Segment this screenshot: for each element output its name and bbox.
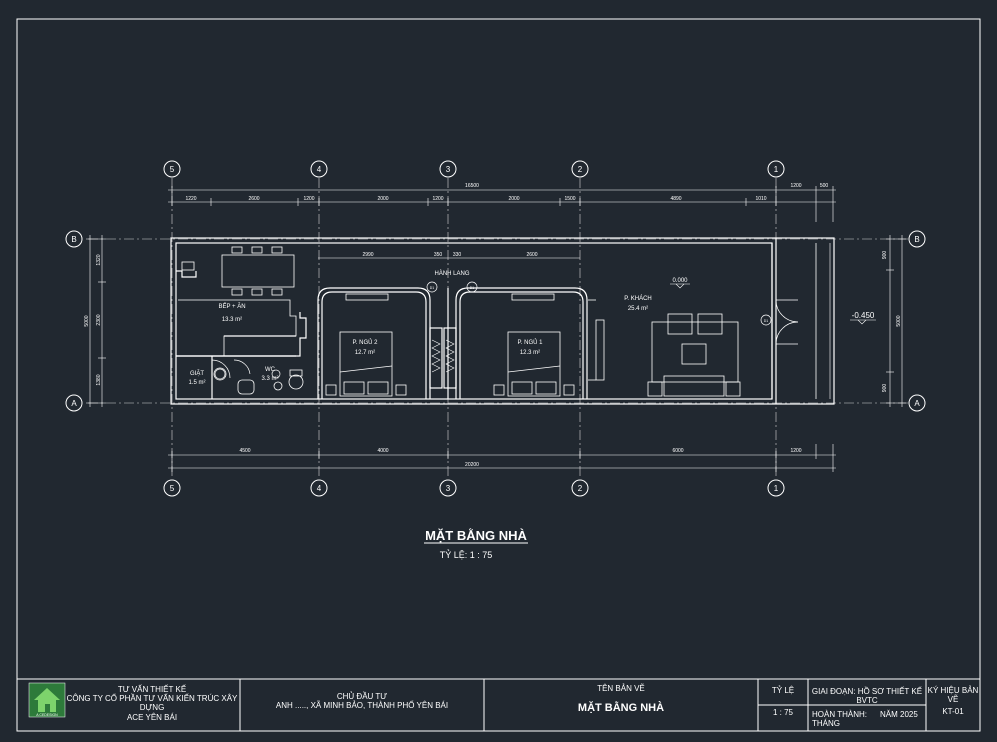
sheet-border: [16, 18, 981, 732]
level-markers: [670, 283, 876, 325]
dim-interior-4: 2600: [526, 252, 537, 258]
door-tag-2: D1: [470, 286, 475, 290]
dim-bottom-total: 20200: [465, 462, 479, 468]
dim-top-seg-2: 2600: [248, 196, 259, 202]
tb-owner-value: ANH ....., XÃ MINH BẢO, THÀNH PHỐ YÊN BÁ…: [275, 701, 449, 711]
dim-bottom-seg-3: 6000: [672, 448, 683, 454]
dim-top-seg-3: 1200: [303, 196, 314, 202]
room-living-area: 25.4 m²: [628, 306, 648, 312]
dim-left-1: 1320: [96, 254, 102, 265]
drawing-title: MẶT BẰNG NHÀ: [425, 528, 527, 543]
furniture: [178, 246, 741, 397]
tb-consultant-line1: CÔNG TY CỔ PHẦN TƯ VẤN KIẾN TRÚC XÂY DỰN…: [66, 694, 238, 713]
tb-owner-heading: CHỦ ĐẦU TƯ: [336, 692, 388, 701]
dim-top-seg-5: 1200: [432, 196, 443, 202]
dim-interior-2: 350: [434, 252, 443, 258]
tb-scale-value: 1 : 75: [772, 708, 793, 717]
doors: [211, 299, 799, 379]
company-logo: [28, 682, 66, 718]
dim-top-seg-4: 2000: [377, 196, 388, 202]
dim-right-2: 900: [882, 384, 888, 393]
dim-left-total: 5000: [84, 315, 90, 326]
dim-top-overhang-2: 500: [820, 183, 829, 189]
tb-scale-heading: TỶ LỆ: [771, 686, 795, 695]
door-tags: [214, 281, 772, 380]
walls: [170, 237, 835, 405]
room-bed2-area: 12.7 m²: [355, 350, 375, 356]
grid-label-1-bottom: 1: [774, 484, 779, 493]
grid-label-5-bottom: 5: [170, 484, 175, 493]
room-wc-name: WC: [265, 367, 276, 373]
wardrobe-hangers: [431, 339, 455, 373]
room-bed1-name: P. NGỦ 1: [518, 339, 544, 346]
dim-right-total: 5000: [896, 315, 902, 326]
room-kitchen-area: 13.3 m²: [222, 317, 242, 323]
grid-label-b-right: B: [914, 235, 919, 244]
tb-completed-year: NĂM 2025: [880, 710, 918, 719]
grid-label-a-right: A: [914, 399, 920, 408]
tb-completed-label: HOÀN THÀNH: THÁNG: [812, 710, 867, 729]
dim-interior-3: 330: [453, 252, 462, 258]
grid-label-2-top: 2: [578, 165, 583, 174]
dim-top-overhang-1: 1200: [790, 183, 801, 189]
room-laundry-name: GIẶT: [190, 370, 204, 377]
tb-owner: CHỦ ĐẦU TƯ ANH ....., XÃ MINH BẢO, THÀNH…: [240, 692, 484, 710]
grid-label-3-bottom: 3: [446, 484, 451, 493]
tb-stage: GIAI ĐOẠN: HỒ SƠ THIẾT KẾ BVTC: [811, 687, 923, 706]
tb-drawing-name-heading: TÊN BẢN VẼ: [597, 684, 645, 693]
dim-top-seg-6: 2000: [508, 196, 519, 202]
logo-text: A CEDESIGN: [36, 713, 58, 717]
grid-bubbles: [65, 160, 926, 497]
room-living-name: P. KHÁCH: [624, 295, 652, 302]
door-tag-1: D1: [430, 286, 435, 290]
grid-label-b-left: B: [71, 235, 76, 244]
tb-consultant: TƯ VẤN THIẾT KẾ CÔNG TY CỔ PHẦN TƯ VẤN K…: [66, 685, 238, 722]
dim-top-seg-7: 1500: [564, 196, 575, 202]
tb-consultant-heading: TƯ VẤN THIẾT KẾ: [117, 685, 187, 694]
grid-lines: [88, 178, 908, 478]
dim-bottom-seg-1: 4500: [239, 448, 250, 454]
dimension-lines: [86, 186, 906, 472]
grid-label-4-top: 4: [317, 165, 322, 174]
grid-label-5-top: 5: [170, 165, 175, 174]
dim-interior-1: 2990: [362, 252, 373, 258]
door-tag-3: D1: [764, 319, 769, 323]
level-main: 0.000: [672, 278, 688, 284]
title-block-frame: [16, 678, 981, 732]
dim-top-total: 16500: [465, 183, 479, 189]
tb-code-value: KT-01: [942, 707, 964, 716]
room-wc-area: 3.3 m²: [261, 376, 278, 382]
level-outside: -0.450: [852, 311, 875, 320]
grid-label-a-left: A: [71, 399, 77, 408]
dim-right-1: 900: [882, 251, 888, 260]
tb-code-heading: KÝ HIỆU BẢN VẼ: [927, 686, 979, 705]
dim-left-2: 2300: [96, 314, 102, 325]
room-bed2-name: P. NGỦ 2: [353, 339, 379, 346]
corridor-label: HÀNH LANG: [434, 270, 469, 277]
grid-label-1-top: 1: [774, 165, 779, 174]
tb-drawing-name: MẶT BẰNG NHÀ: [577, 702, 665, 714]
dim-bottom-overhang: 1200: [790, 448, 801, 454]
drawing-scale: TỶ LỆ: 1 : 75: [440, 549, 493, 560]
room-bed1-area: 12.3 m²: [520, 350, 540, 356]
dim-top-seg-9: 1010: [755, 196, 766, 202]
dim-top-seg-1: 1220: [185, 196, 196, 202]
tb-consultant-line2: ACE YÊN BÁI: [126, 712, 178, 722]
room-kitchen-name: BẾP + ĂN: [218, 303, 245, 310]
dim-left-3: 1380: [96, 374, 102, 385]
grid-label-3-top: 3: [446, 165, 451, 174]
dim-top-seg-8: 4890: [670, 196, 681, 202]
grid-label-2-bottom: 2: [578, 484, 583, 493]
dim-bottom-seg-2: 4000: [377, 448, 388, 454]
grid-label-4-bottom: 4: [317, 484, 322, 493]
room-laundry-area: 1.5 m²: [188, 380, 205, 386]
